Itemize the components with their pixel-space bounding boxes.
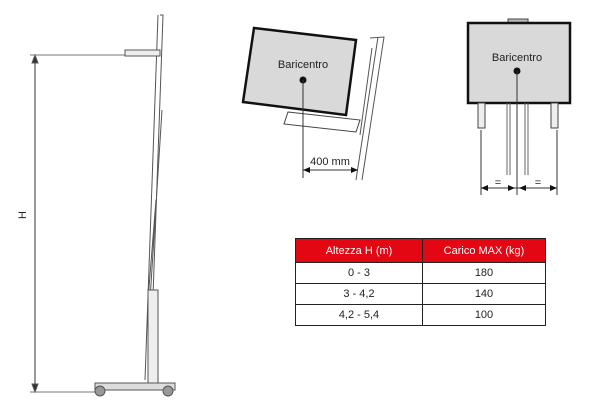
header-max-load: Carico MAX (kg) bbox=[422, 238, 546, 263]
front-view bbox=[466, 18, 572, 195]
height-cell: 3 - 4,2 bbox=[295, 283, 423, 305]
equal-left-label: = bbox=[495, 177, 501, 189]
height-cell: 0 - 3 bbox=[295, 262, 423, 284]
table-row: 0 - 3 180 bbox=[295, 262, 546, 284]
front-center-label: Baricentro bbox=[492, 52, 542, 64]
height-cell: 4,2 - 5,4 bbox=[295, 304, 423, 326]
tilt-center-label: Baricentro bbox=[278, 59, 328, 71]
table-header: Altezza H (m) Carico MAX (kg) bbox=[295, 238, 546, 263]
table-row: 4,2 - 5,4 100 bbox=[295, 304, 546, 326]
equal-right-label: = bbox=[535, 177, 541, 189]
distance-label: 400 mm bbox=[310, 156, 350, 168]
table-row: 3 - 4,2 140 bbox=[295, 283, 546, 305]
load-cell: 100 bbox=[422, 304, 546, 326]
load-cell: 140 bbox=[422, 283, 546, 305]
load-table: Altezza H (m) Carico MAX (kg) 0 - 3 180 … bbox=[295, 238, 546, 326]
tilt-view bbox=[241, 26, 385, 181]
load-cell: 180 bbox=[422, 262, 546, 284]
header-height: Altezza H (m) bbox=[295, 238, 423, 263]
lift-side-view bbox=[30, 14, 176, 397]
height-label: H bbox=[17, 211, 29, 219]
